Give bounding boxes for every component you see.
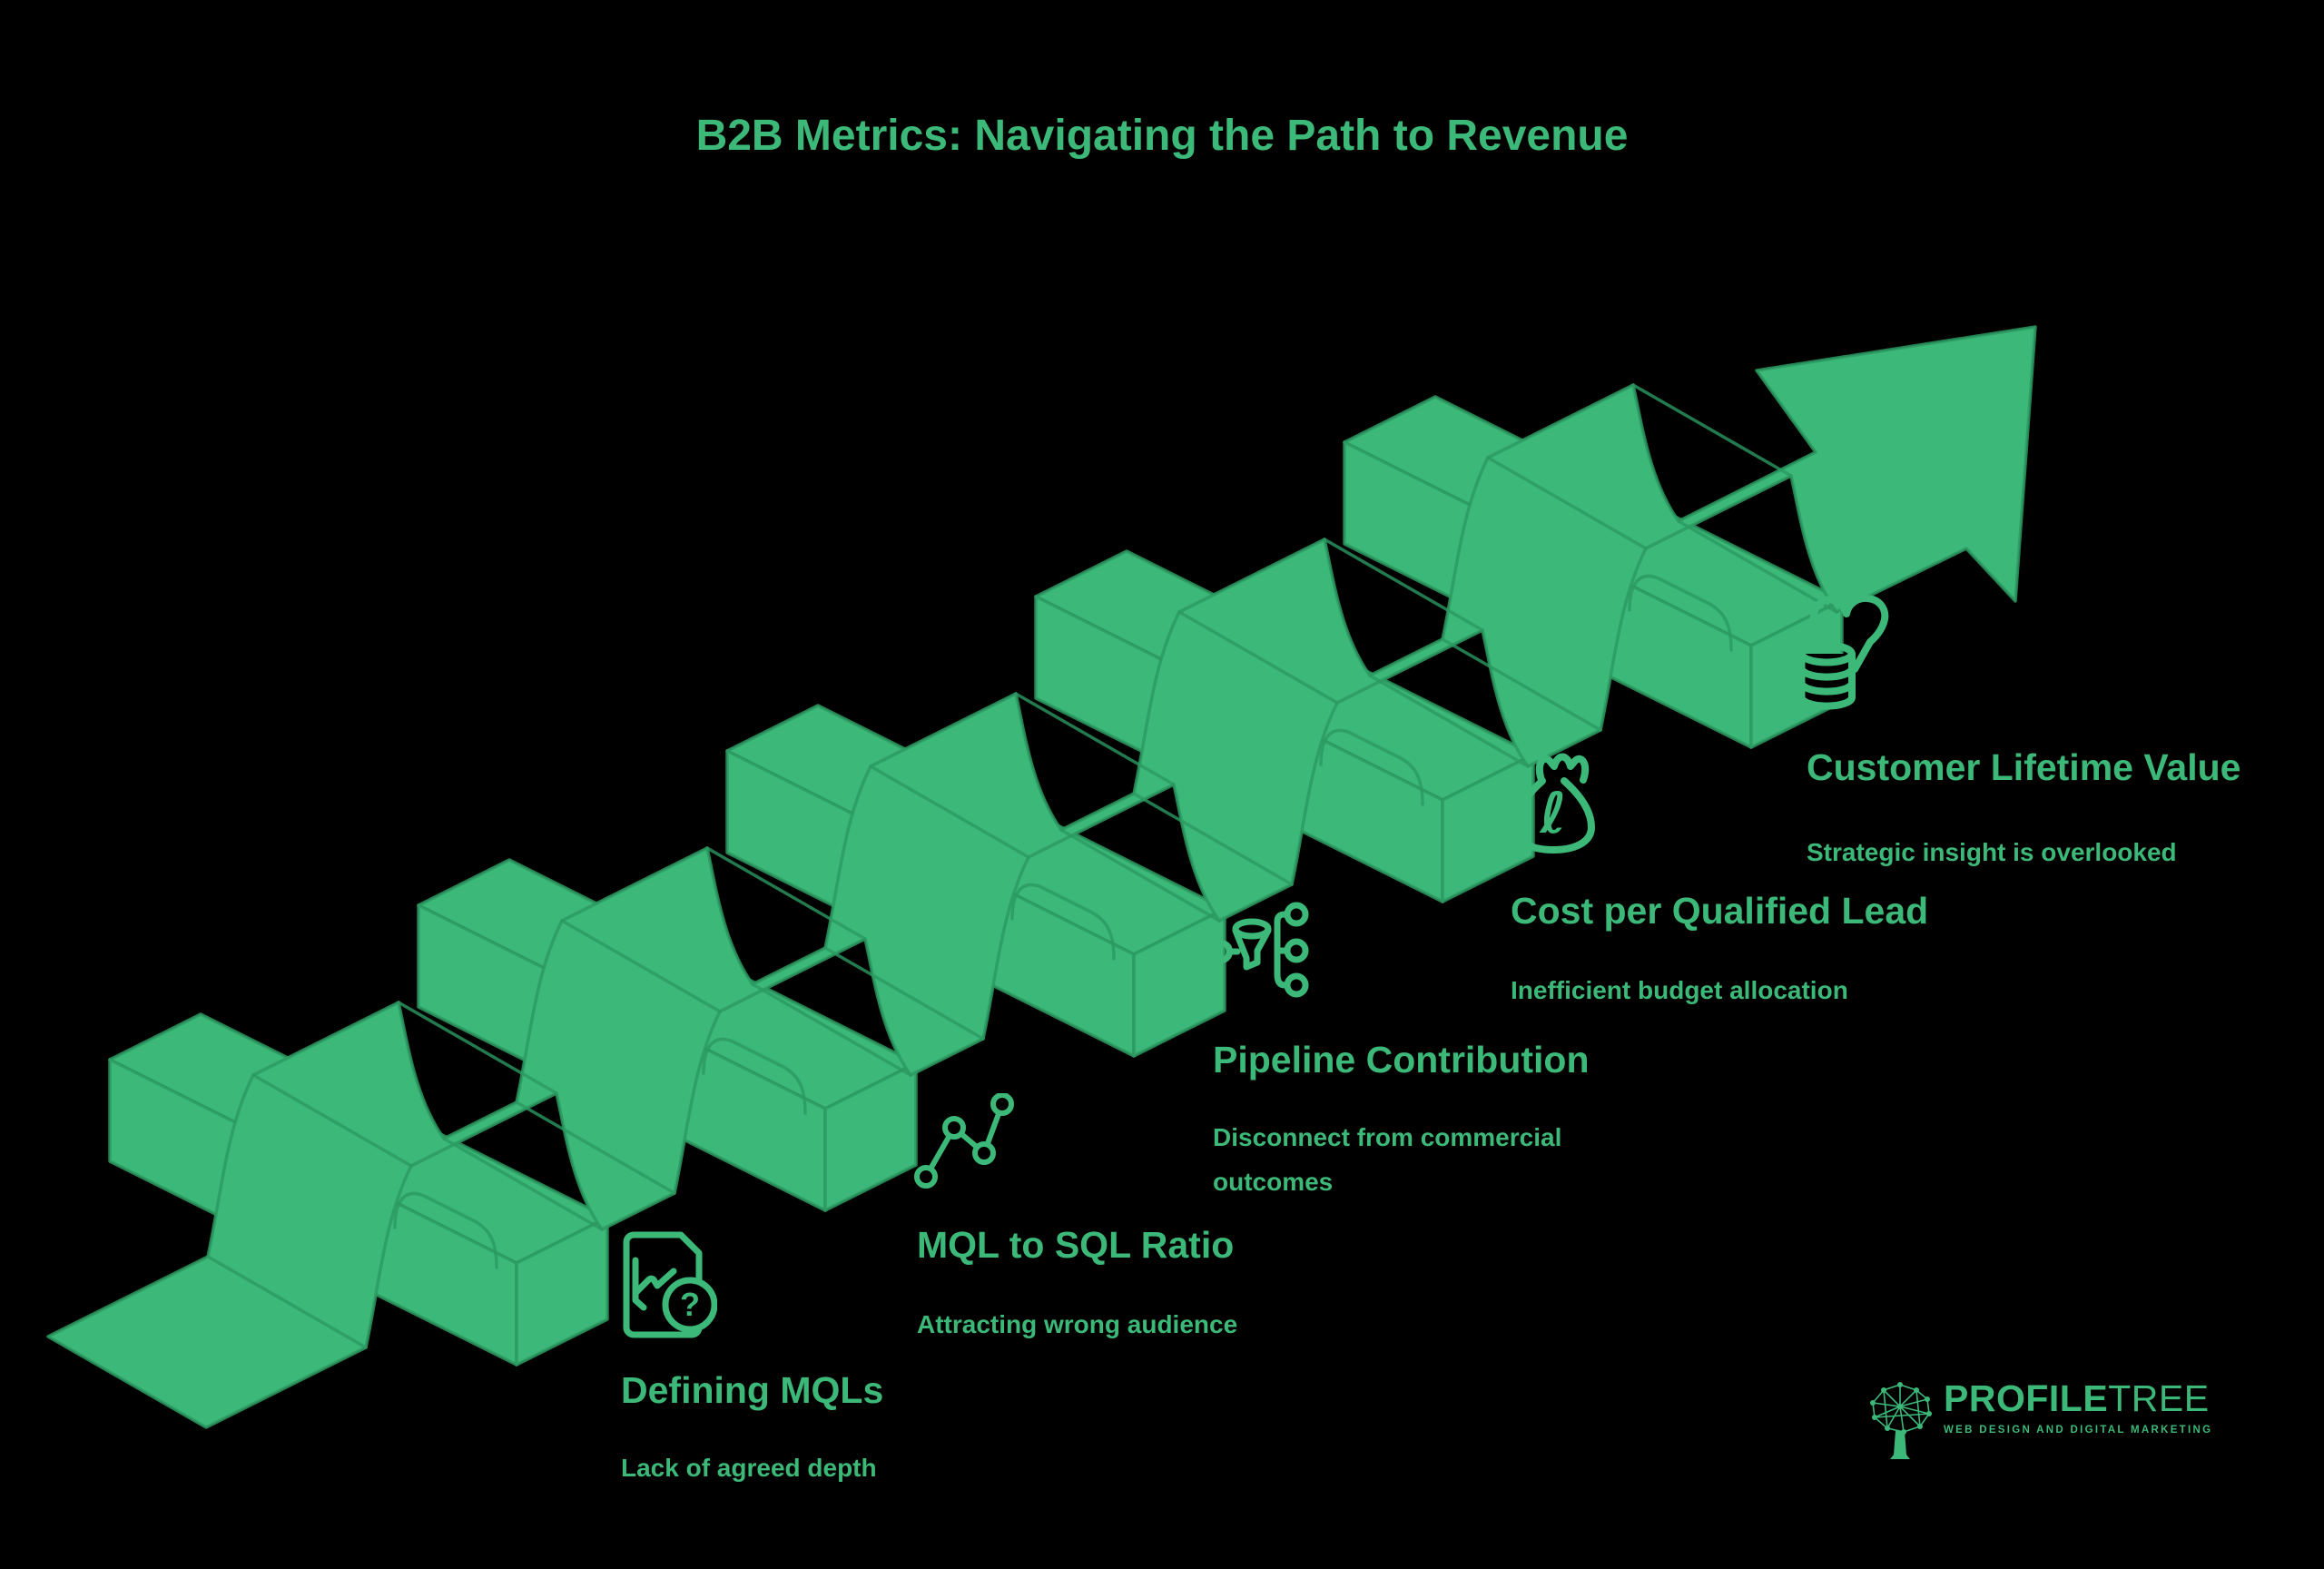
milestone-description-mql-sql-ratio: Attracting wrong audience xyxy=(917,1310,1238,1338)
svg-text:ℓ: ℓ xyxy=(1539,780,1566,846)
svg-text:?: ? xyxy=(680,1286,700,1323)
profiletree-tree-icon xyxy=(1870,1382,1932,1459)
milestone-heading-customer-lifetime-value: Customer Lifetime Value xyxy=(1807,746,2241,788)
ribbon-arrow-path xyxy=(46,325,2037,1429)
milestone-description-pipeline-contribution: Disconnect from commercial outcomes xyxy=(1213,1123,1562,1196)
coins-heart-icon xyxy=(1797,594,1889,710)
ribbon-fold-lines xyxy=(206,383,1838,1349)
milestone-description-cost-per-qualified-lead: Inefficient budget allocation xyxy=(1511,976,1848,1004)
funnel-branch-icon xyxy=(1209,902,1309,998)
profiletree-logo: PROFILETREE WEB DESIGN AND DIGITAL MARKE… xyxy=(1864,1377,2213,1462)
dot-line-chart-icon xyxy=(914,1093,1014,1189)
milestone-description-customer-lifetime-value: Strategic insight is overlooked xyxy=(1807,838,2177,866)
milestone-heading-pipeline-contribution: Pipeline Contribution xyxy=(1213,1039,1590,1081)
milestone-heading-defining-mqls: Defining MQLs xyxy=(621,1369,884,1411)
profiletree-tagline: WEB DESIGN AND DIGITAL MARKETING xyxy=(1944,1425,2213,1436)
page-title: B2B Metrics: Navigating the Path to Reve… xyxy=(695,112,1629,160)
milestone-heading-mql-sql-ratio: MQL to SQL Ratio xyxy=(917,1224,1235,1266)
profiletree-wordmark: PROFILETREE xyxy=(1944,1377,2210,1419)
milestone-description-defining-mqls: Lack of agreed depth xyxy=(621,1454,877,1482)
milestone-heading-cost-per-qualified-lead: Cost per Qualified Lead xyxy=(1511,890,1929,932)
money-bag-icon: ℓ xyxy=(1512,753,1595,854)
document-chart-question-icon: ? xyxy=(623,1231,717,1338)
